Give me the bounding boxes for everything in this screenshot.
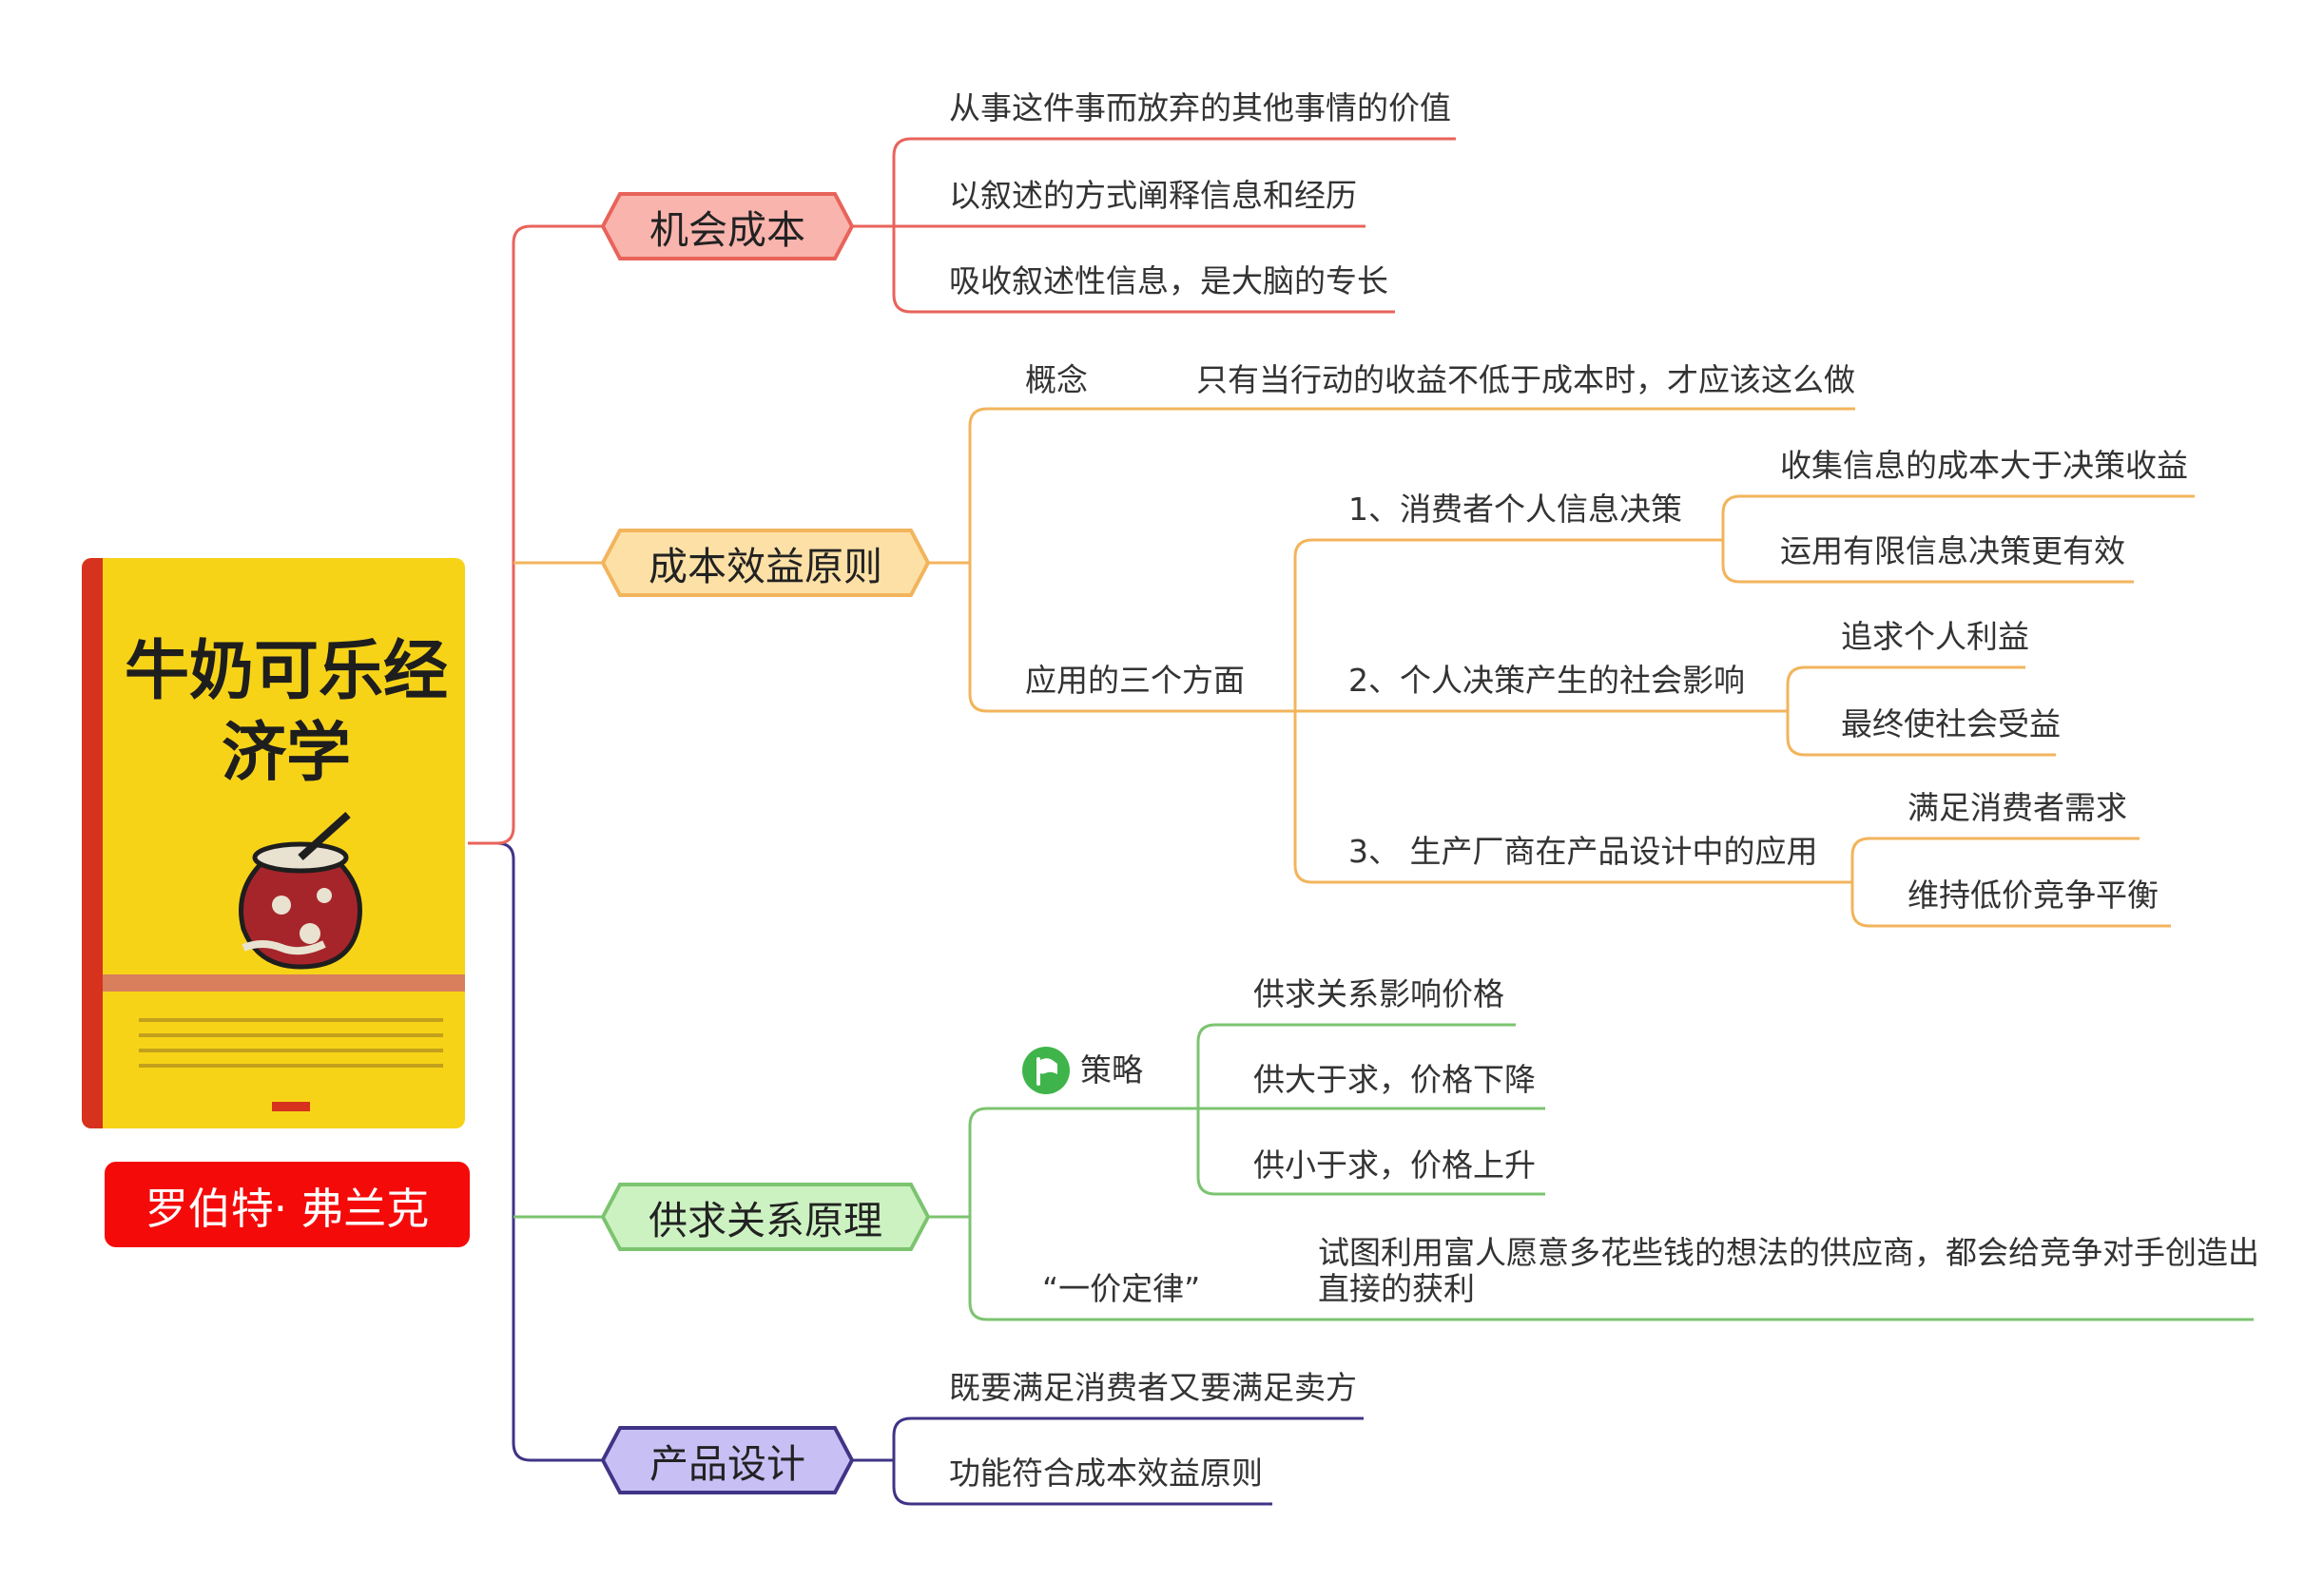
trunk-connector <box>468 841 603 1462</box>
leaf-aspect-1-item-2[interactable]: 运用有限信息决策更有效 <box>1780 532 2125 569</box>
leaf-strategy-2[interactable]: 供大于求，价格下降 <box>1253 1061 1536 1098</box>
node-cost-benefit-principle[interactable]: 成本效益原则 <box>649 544 882 589</box>
product-design-node-shape <box>600 1426 855 1494</box>
leaf-product-design-2[interactable]: 功能符合成本效益原则 <box>949 1455 1263 1492</box>
flag-icon <box>1022 1047 1070 1094</box>
book-spine <box>82 558 103 1128</box>
node-aspect-2[interactable]: 2、个人决策产生的社会影响 <box>1348 662 1745 699</box>
supply-demand-node-shape <box>600 1183 931 1251</box>
leaf-opportunity-cost-1[interactable]: 从事这件事而放弃的其他事情的价值 <box>949 89 1451 126</box>
leaf-opportunity-cost-3[interactable]: 吸收叙述性信息，是大脑的专长 <box>949 262 1388 299</box>
author-label: 罗伯特· 弗兰克 <box>105 1162 470 1247</box>
publisher-logo <box>272 1102 310 1111</box>
book-author-band <box>103 974 465 992</box>
leaf-aspect-2-item-2[interactable]: 最终使社会受益 <box>1841 705 2061 742</box>
book-cover-blurb <box>139 1007 443 1097</box>
leaf-aspect-3-item-2[interactable]: 维持低价竞争平衡 <box>1908 877 2159 914</box>
node-aspect-1[interactable]: 1、消费者个人信息决策 <box>1348 491 1682 528</box>
leaf-product-design-1[interactable]: 既要满足消费者又要满足卖方 <box>949 1369 1357 1406</box>
cola-cup-illustration <box>239 812 362 970</box>
opportunity-cost-connector <box>468 224 603 845</box>
leaf-one-price-text-line2[interactable]: 直接的获利 <box>1318 1270 1475 1307</box>
node-supply-demand-principle[interactable]: 供求关系原理 <box>649 1198 882 1243</box>
leaf-aspect-2-item-1[interactable]: 追求个人利益 <box>1841 618 2029 655</box>
book-cover-title: 牛奶可乐经济学 <box>124 633 448 791</box>
opportunity-cost-node-shape <box>600 192 855 260</box>
leaf-strategy-1[interactable]: 供求关系影响价格 <box>1253 975 1504 1012</box>
leaf-strategy-3[interactable]: 供小于求，价格上升 <box>1253 1146 1536 1184</box>
node-strategy[interactable]: 策略 <box>1080 1051 1143 1089</box>
node-product-design[interactable]: 产品设计 <box>649 1441 805 1487</box>
leaf-aspect-1-item-1[interactable]: 收集信息的成本大于决策收益 <box>1780 447 2188 484</box>
cost-benefit-node-shape <box>600 529 931 597</box>
node-aspect-3[interactable]: 3、 生产厂商在产品设计中的应用 <box>1348 833 1818 870</box>
book-cover-image: 牛奶可乐经济学 <box>82 558 465 1128</box>
leaf-concept-text[interactable]: 只有当行动的收益不低于成本时，才应该这么做 <box>1196 361 1855 398</box>
node-one-price-law[interactable]: “一价定律” <box>1042 1270 1201 1307</box>
node-application[interactable]: 应用的三个方面 <box>1025 662 1245 699</box>
node-opportunity-cost[interactable]: 机会成本 <box>649 207 805 253</box>
leaf-aspect-3-item-1[interactable]: 满足消费者需求 <box>1908 789 2127 826</box>
node-concept[interactable]: 概念 <box>1025 361 1088 398</box>
leaf-opportunity-cost-2[interactable]: 以叙述的方式阐释信息和经历 <box>949 177 1357 214</box>
leaf-one-price-text-line1[interactable]: 试图利用富人愿意多花些钱的想法的供应商，都会给竞争对手创造出 <box>1318 1234 2259 1271</box>
